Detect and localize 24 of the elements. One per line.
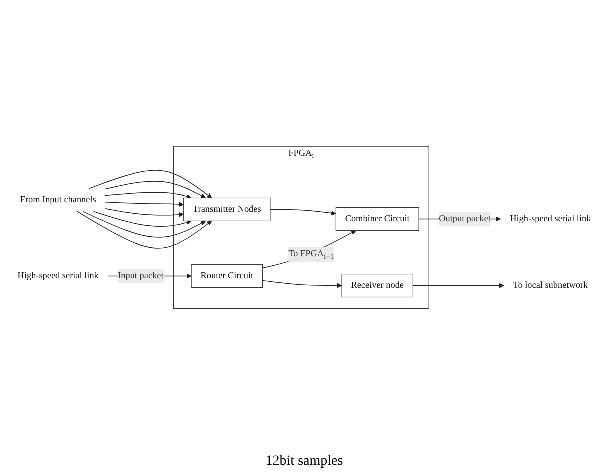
node-text: High-speed serial link (510, 214, 592, 224)
arrow (105, 208, 184, 218)
note-text: 12bit samples (266, 454, 344, 470)
node-text: High-speed serial link (18, 271, 99, 282)
arrow (105, 192, 192, 200)
node-box: Transmitter Nodes (184, 198, 271, 222)
arrow (93, 212, 192, 228)
arrow (88, 170, 212, 199)
arrow (262, 280, 342, 289)
node-box: Router Circuit (191, 264, 264, 288)
arrow (270, 210, 336, 216)
node-box: Receiver node (342, 274, 414, 298)
arrow (105, 181, 206, 199)
arrow (262, 230, 356, 269)
edge-label: Output packet (439, 214, 491, 224)
arrow (82, 212, 206, 238)
node-text: From Input channels (20, 195, 96, 206)
arrow (105, 202, 184, 208)
edge-label: Input packet (118, 271, 164, 282)
edge-label: To FPGA$_{i+1}$ (288, 249, 334, 261)
arrow (77, 212, 212, 250)
arrow (412, 284, 504, 289)
node-text: To local subnetwork (513, 280, 588, 291)
node-box: Combiner Circuit (336, 208, 420, 232)
